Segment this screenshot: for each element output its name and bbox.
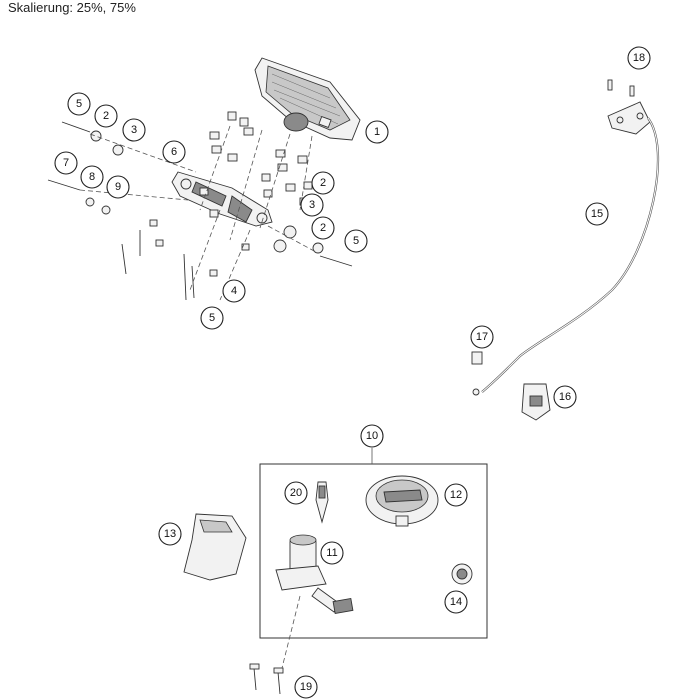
svg-text:7: 7: [63, 157, 69, 169]
callout-11[interactable]: 11: [320, 541, 344, 565]
callout-1[interactable]: 1: [365, 120, 389, 144]
svg-text:1: 1: [374, 126, 380, 138]
svg-text:6: 6: [171, 146, 177, 158]
screws-19: [249, 595, 301, 695]
key-20: [315, 481, 329, 524]
svg-text:12: 12: [450, 489, 462, 501]
callout-15[interactable]: 15: [585, 202, 609, 226]
callout-18[interactable]: 18: [627, 46, 651, 70]
instrument-cluster: [254, 57, 361, 141]
callout-2-b[interactable]: 2: [311, 171, 335, 195]
callout-14[interactable]: 14: [444, 590, 468, 614]
callout-10[interactable]: 10: [360, 424, 384, 448]
callout-3-b[interactable]: 3: [300, 193, 324, 217]
svg-text:2: 2: [320, 177, 326, 189]
svg-text:19: 19: [300, 681, 312, 693]
leader-lines-upper: [79, 125, 317, 301]
callout-5-a[interactable]: 5: [67, 92, 91, 116]
lock-cylinder-14: [451, 563, 473, 585]
svg-text:2: 2: [320, 222, 326, 234]
callout-13[interactable]: 13: [158, 522, 182, 546]
lock-set-frame: [259, 463, 488, 639]
callout-5-b[interactable]: 5: [344, 229, 368, 253]
svg-text:9: 9: [115, 181, 121, 193]
wiring-harness-15: [471, 79, 660, 396]
svg-text:3: 3: [131, 124, 137, 136]
callout-17[interactable]: 17: [470, 325, 494, 349]
callout-16[interactable]: 16: [553, 385, 577, 409]
callout-2-a[interactable]: 2: [94, 104, 118, 128]
bracket-6: [171, 171, 273, 227]
callout-2-c[interactable]: 2: [311, 216, 335, 240]
callout-3-a[interactable]: 3: [122, 118, 146, 142]
svg-text:18: 18: [633, 52, 645, 64]
svg-text:5: 5: [353, 235, 359, 247]
svg-text:16: 16: [559, 391, 571, 403]
svg-text:8: 8: [89, 171, 95, 183]
svg-text:10: 10: [366, 430, 378, 442]
callout-7[interactable]: 7: [54, 151, 78, 175]
callout-12[interactable]: 12: [444, 483, 468, 507]
callout-6[interactable]: 6: [162, 140, 186, 164]
callout-4[interactable]: 4: [222, 279, 246, 303]
svg-text:17: 17: [476, 331, 488, 343]
svg-text:2: 2: [103, 110, 109, 122]
svg-text:15: 15: [591, 208, 603, 220]
scaling-label: Skalierung: 25%, 75%: [8, 0, 136, 15]
callout-19[interactable]: 19: [294, 675, 318, 699]
ignition-lock-11: [275, 534, 354, 614]
svg-text:11: 11: [326, 547, 337, 559]
callout-5-c[interactable]: 5: [200, 306, 224, 330]
svg-text:4: 4: [231, 285, 237, 297]
svg-text:3: 3: [309, 199, 315, 211]
cover-13: [183, 513, 247, 581]
callout-9[interactable]: 9: [106, 175, 130, 199]
svg-text:5: 5: [209, 312, 215, 324]
svg-text:14: 14: [450, 596, 462, 608]
svg-text:20: 20: [290, 487, 302, 499]
fuel-cap-12: [365, 475, 439, 527]
callout-8[interactable]: 8: [80, 165, 104, 189]
svg-text:13: 13: [164, 528, 176, 540]
svg-text:5: 5: [76, 98, 82, 110]
clip-16: [521, 383, 551, 421]
callout-20[interactable]: 20: [284, 481, 308, 505]
